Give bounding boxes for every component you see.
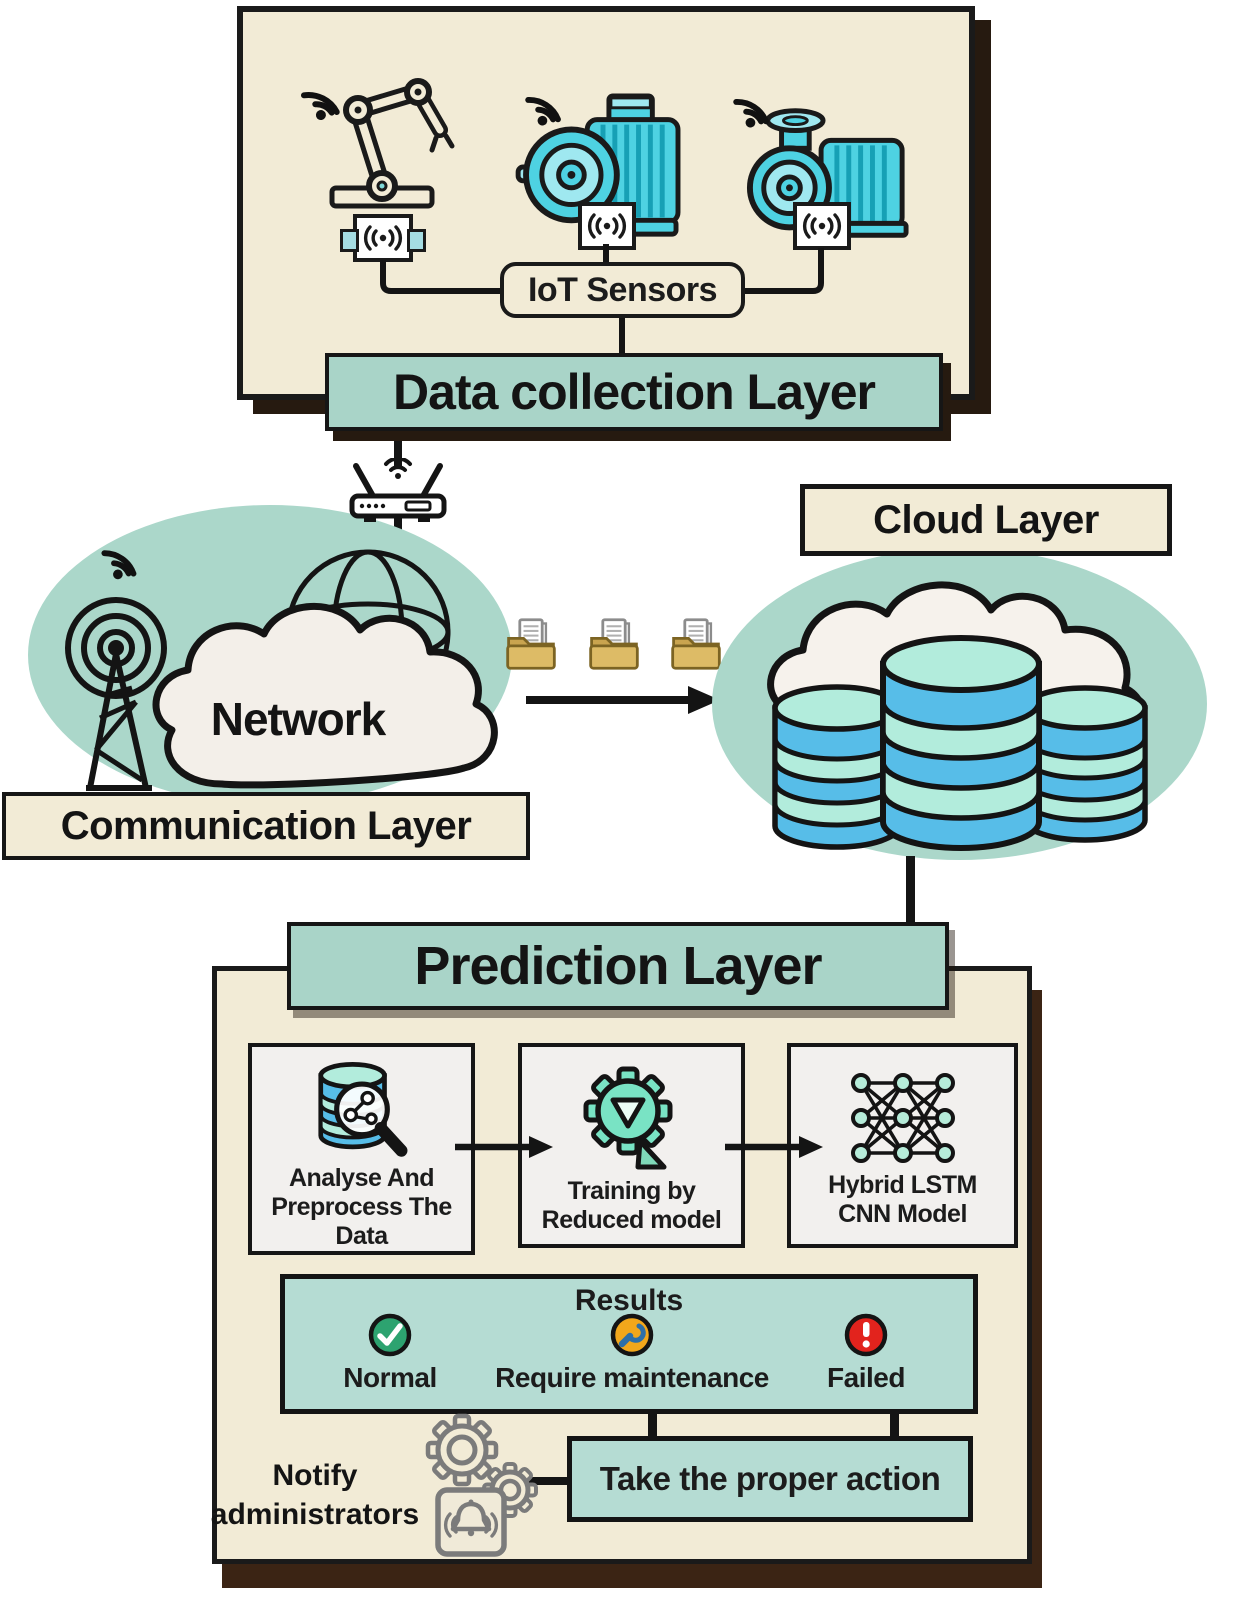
take-action-label: Take the proper action — [599, 1460, 941, 1497]
wrench-circle-icon — [610, 1313, 654, 1357]
notify-administrators-label: Notify administrators — [210, 1459, 420, 1531]
database-magnifier-icon — [317, 1062, 407, 1157]
file-transfer-folder-icon — [589, 618, 639, 670]
step-analyse-box: Analyse And Preprocess The Data — [248, 1043, 475, 1255]
step-model-label: Hybrid LSTM CNN Model — [828, 1171, 977, 1228]
wifi-signal-icon — [733, 99, 769, 128]
network-label: Network — [210, 693, 386, 745]
cloud-database-icon — [767, 581, 1148, 851]
robotic-arm-icon — [329, 78, 455, 209]
result-failed-label: Failed — [827, 1362, 905, 1393]
database-stack-icon — [880, 635, 1042, 851]
wifi-router-icon — [349, 458, 447, 522]
connector-dc-to-router — [394, 431, 402, 467]
data-collection-layer-label: Data collection Layer — [393, 364, 876, 420]
notification-bell-icon — [435, 1487, 507, 1557]
arrow-step1-to-step2 — [455, 1136, 553, 1158]
result-item-failed: Failed — [781, 1312, 951, 1394]
arrow-step2-to-step3 — [725, 1136, 823, 1158]
iot-sensor-node-icon — [578, 202, 636, 250]
take-action-box: Take the proper action — [567, 1436, 973, 1522]
communication-layer-banner: Communication Layer — [2, 792, 530, 860]
result-item-maintenance: Require maintenance — [495, 1312, 769, 1394]
connector-notify-to-action — [520, 1477, 570, 1485]
step-training-box: Training by Reduced model — [518, 1043, 745, 1248]
connector-cloud-to-prediction — [906, 856, 915, 926]
network-cloud-icon — [152, 603, 498, 789]
iot-sensors-label: IoT Sensors — [527, 270, 718, 309]
iot-sensors-box: IoT Sensors — [500, 262, 745, 318]
exclamation-circle-icon — [844, 1313, 888, 1357]
database-stack-icon — [1022, 685, 1148, 843]
radio-tower-icon — [65, 597, 167, 791]
neural-network-icon — [850, 1073, 955, 1163]
connector-results-to-action-1 — [648, 1410, 657, 1438]
step-training-label: Training by Reduced model — [541, 1177, 722, 1234]
step-analyse-label: Analyse And Preprocess The Data — [271, 1164, 452, 1250]
result-normal-label: Normal — [343, 1362, 437, 1393]
wifi-signal-icon — [525, 97, 561, 126]
communication-layer-label: Communication Layer — [60, 803, 472, 848]
file-transfer-folder-icon — [506, 618, 556, 670]
step-model-box: Hybrid LSTM CNN Model — [787, 1043, 1018, 1248]
gear-training-icon — [583, 1066, 672, 1170]
cloud-layer-banner: Cloud Layer — [800, 484, 1172, 556]
cloud-layer-label: Cloud Layer — [873, 497, 1099, 542]
data-collection-layer-banner: Data collection Layer — [325, 353, 943, 431]
prediction-layer-label: Prediction Layer — [414, 936, 822, 996]
process-gears-icon — [425, 1413, 538, 1557]
signal-glyph-icon — [587, 213, 627, 239]
wifi-signal-icon — [300, 91, 340, 121]
file-transfer-folder-icon — [671, 618, 721, 670]
arrow-network-to-cloud — [526, 686, 720, 714]
result-maintenance-label: Require maintenance — [495, 1362, 769, 1393]
connector-results-to-action-2 — [890, 1410, 899, 1438]
wifi-signal-icon — [101, 550, 137, 580]
prediction-layer-banner: Prediction Layer — [287, 922, 949, 1010]
results-title: Results — [574, 1284, 684, 1317]
sensor-connectors — [380, 244, 824, 358]
check-circle-icon — [368, 1313, 412, 1357]
result-item-normal: Normal — [290, 1312, 490, 1394]
signal-glyph-icon — [802, 213, 842, 239]
signal-glyph-icon — [363, 225, 403, 251]
